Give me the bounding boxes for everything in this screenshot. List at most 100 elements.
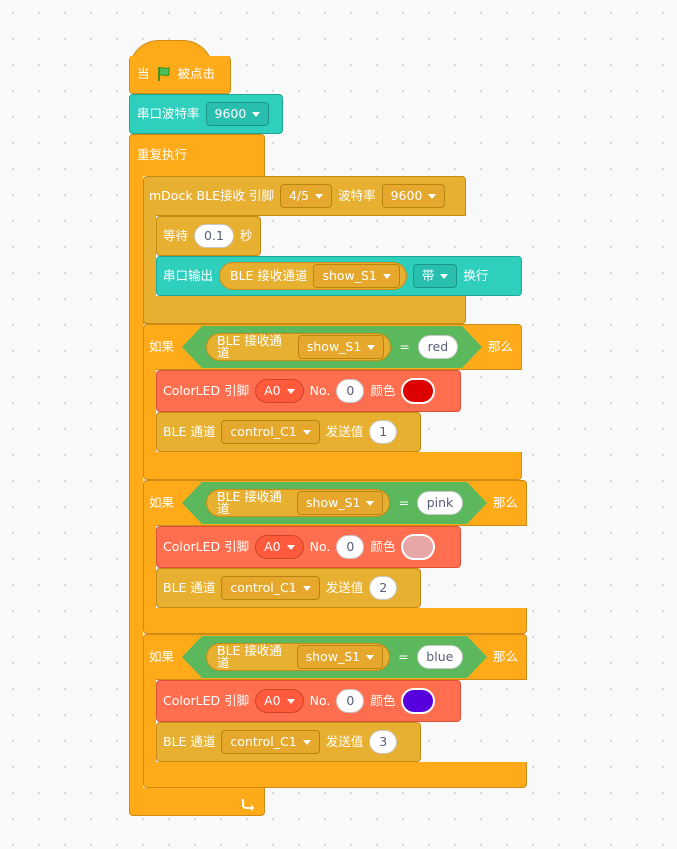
ble-receive-label: mDock BLE接收 引脚 [149, 187, 274, 203]
ble-send-row: BLE 通道 control_C1 发送值 1 [163, 416, 398, 448]
ble-pin-dropdown[interactable]: 4/5 [279, 184, 333, 208]
ble-receive-channel-reporter[interactable]: BLE 接收通道 show_S1 [206, 489, 390, 517]
reporter-label: BLE 接收通道 [230, 267, 308, 283]
led-color-label: 颜色 [370, 692, 396, 708]
send-channel-value: control_C1 [230, 423, 297, 439]
ble-send-row: BLE 通道 control_C1 发送值 2 [163, 572, 398, 604]
led-pin-dropdown[interactable]: A0 [255, 689, 304, 713]
send-value-input[interactable]: 1 [369, 420, 398, 444]
chevron-down-icon [302, 585, 311, 591]
equals-operator[interactable]: BLE 接收通道 show_S1 = blue [182, 636, 487, 678]
equals-operator[interactable]: BLE 接收通道 show_S1 = pink [182, 482, 487, 524]
chevron-down-icon [252, 111, 261, 117]
send-channel-dropdown[interactable]: control_C1 [221, 730, 320, 754]
green-flag-icon[interactable] [156, 66, 172, 82]
send-channel-dropdown[interactable]: control_C1 [221, 420, 320, 444]
wait-seconds-input[interactable]: 0.1 [194, 224, 234, 248]
ble-receive-channel-reporter[interactable]: BLE 接收通道 show_S1 [206, 333, 391, 361]
chevron-down-icon [286, 544, 295, 550]
led-pin-value: A0 [264, 692, 281, 708]
chevron-down-icon [315, 193, 324, 199]
serial-print-label: 串口输出 [163, 267, 214, 283]
then-row: 那么 [488, 331, 513, 363]
hat-cap-cover [130, 56, 230, 72]
serial-baud-dropdown[interactable]: 9600 [205, 102, 270, 126]
channel-value: show_S1 [322, 267, 377, 283]
wait-label: 等待 [163, 227, 189, 243]
send-value-input[interactable]: 3 [369, 730, 398, 754]
hat-clicked-label: 被点击 [177, 65, 216, 81]
channel-dropdown[interactable]: show_S1 [313, 264, 400, 288]
led-pin-dropdown[interactable]: A0 [255, 379, 304, 403]
if-footer [143, 762, 527, 788]
ble-receive-channel-reporter[interactable]: BLE 接收通道 show_S1 [219, 262, 407, 290]
serial-baud-row: 串口波特率 9600 [137, 98, 270, 130]
ble-send-label: BLE 通道 [163, 579, 216, 595]
chevron-down-icon [286, 698, 295, 704]
ble-receive-channel-reporter[interactable]: BLE 接收通道 show_S1 [206, 643, 390, 671]
chevron-down-icon [302, 739, 311, 745]
then-label: 那么 [493, 494, 519, 510]
chevron-down-icon [440, 273, 449, 279]
led-no-label: No. [309, 382, 331, 398]
channel-dropdown[interactable]: show_S1 [297, 491, 383, 515]
if-footer [143, 608, 527, 634]
led-pin-value: A0 [264, 382, 281, 398]
compare-value-input[interactable]: red [418, 335, 458, 359]
chevron-down-icon [302, 429, 311, 435]
chevron-down-icon [367, 345, 375, 350]
channel-value: show_S1 [306, 494, 361, 510]
led-no-input[interactable]: 0 [336, 379, 365, 403]
send-channel-value: control_C1 [230, 733, 297, 749]
ble-baud-dropdown[interactable]: 9600 [381, 184, 446, 208]
reporter-label: BLE 接收通道 [217, 488, 282, 516]
colorled-row: ColorLED 引脚 A0 No. 0 颜色 [163, 685, 436, 717]
channel-value: show_S1 [305, 648, 361, 664]
channel-dropdown[interactable]: show_S1 [297, 645, 383, 669]
send-value-label: 发送值 [325, 733, 364, 749]
newline-mode-dropdown[interactable]: 带 [412, 264, 458, 288]
led-color-swatch[interactable] [401, 534, 436, 560]
send-value-label: 发送值 [325, 579, 364, 595]
send-channel-dropdown[interactable]: control_C1 [221, 576, 320, 600]
if-label-row: 如果 [149, 487, 174, 519]
ble-send-label: BLE 通道 [163, 423, 216, 439]
forever-block[interactable] [129, 134, 265, 176]
then-row: 那么 [493, 487, 518, 519]
ble-baud-value: 9600 [390, 187, 423, 203]
colorled-label: ColorLED 引脚 [163, 692, 250, 708]
loop-arrow-icon [242, 799, 255, 811]
ble-receive-row: mDock BLE接收 引脚 4/5 波特率 9600 [149, 180, 446, 212]
equals-sign: = [398, 648, 409, 664]
led-color-label: 颜色 [370, 538, 396, 554]
serial-baud-value: 9600 [214, 105, 247, 121]
compare-value-input[interactable]: blue [417, 645, 463, 669]
ble-receive-footer [143, 296, 466, 324]
led-pin-dropdown[interactable]: A0 [255, 535, 304, 559]
colorled-block[interactable] [156, 370, 461, 412]
led-color-swatch[interactable] [401, 688, 436, 714]
compare-value-input[interactable]: pink [417, 491, 463, 515]
forever-arm [129, 170, 143, 790]
chevron-down-icon [286, 388, 295, 394]
led-color-swatch[interactable] [401, 378, 436, 404]
equals-operator[interactable]: BLE 接收通道 show_S1 = red [182, 326, 482, 368]
if-label-row: 如果 [149, 641, 174, 673]
serial-baud-label: 串口波特率 [137, 105, 200, 121]
equals-sign: = [399, 338, 410, 354]
colorled-row: ColorLED 引脚 A0 No. 0 颜色 [163, 375, 436, 407]
wait-unit: 秒 [239, 227, 253, 243]
led-no-input[interactable]: 0 [336, 535, 365, 559]
then-row: 那么 [493, 641, 518, 673]
colorled-label: ColorLED 引脚 [163, 538, 250, 554]
forever-label: 重复执行 [137, 146, 188, 162]
if-arm [143, 678, 156, 764]
send-value-input[interactable]: 2 [369, 576, 398, 600]
channel-dropdown[interactable]: show_S1 [298, 335, 384, 359]
then-label: 那么 [488, 338, 514, 354]
led-no-input[interactable]: 0 [336, 689, 365, 713]
ble-baud-label: 波特率 [338, 187, 376, 203]
equals-sign: = [398, 494, 409, 510]
led-no-label: No. [309, 692, 331, 708]
chevron-down-icon [428, 193, 437, 199]
